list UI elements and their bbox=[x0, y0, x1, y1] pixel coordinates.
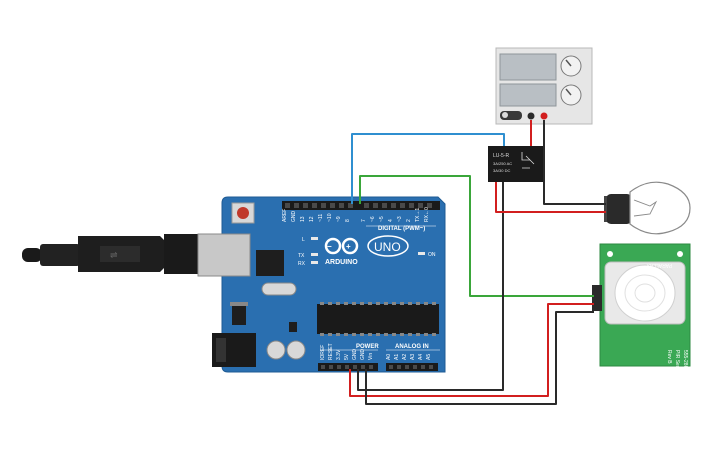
pin-label: 7 bbox=[361, 219, 367, 222]
led-on-label: ON bbox=[428, 252, 436, 258]
svg-text:−: − bbox=[327, 242, 332, 251]
pin-label: Vin bbox=[368, 353, 374, 360]
pin-label: A4 bbox=[418, 354, 424, 360]
voltage-regulator bbox=[232, 305, 246, 325]
pin-label: A0 bbox=[386, 354, 392, 360]
wire-red-pir-vcc[interactable] bbox=[349, 303, 594, 397]
pin-label: ~6 bbox=[370, 216, 376, 222]
pin-label: GND bbox=[360, 349, 366, 361]
led-tx-label: TX bbox=[298, 253, 305, 259]
pin-label: ~5 bbox=[379, 216, 385, 222]
relay-model: LU-5-R bbox=[493, 153, 510, 159]
usb-chip bbox=[256, 250, 284, 276]
voltage-display bbox=[499, 53, 557, 81]
pir-title: PIR Sensor bbox=[674, 350, 680, 376]
current-display bbox=[499, 83, 557, 107]
negative-terminal[interactable] bbox=[527, 112, 535, 120]
pin-label: ~3 bbox=[397, 216, 403, 222]
analog-label: ANALOG IN bbox=[395, 344, 429, 350]
pin-label: RESET bbox=[328, 343, 334, 360]
status-leds: L TX RX ON bbox=[298, 237, 436, 267]
bulb-socket bbox=[606, 194, 632, 224]
pin-label: GND bbox=[352, 349, 358, 361]
led-rx-label: RX bbox=[298, 261, 306, 267]
wire-black-relay-gnd[interactable] bbox=[357, 182, 504, 391]
pin-label: ~11 bbox=[318, 214, 324, 222]
svg-text:+: + bbox=[346, 242, 351, 251]
digital-header bbox=[282, 201, 440, 210]
power-pin-labels: IOREF RESET 3.3V 5V GND GND Vin bbox=[320, 343, 374, 360]
pin-label: A5 bbox=[426, 354, 432, 360]
wire-black-pir-gnd[interactable] bbox=[365, 311, 594, 405]
crystal-oscillator bbox=[261, 282, 297, 296]
power-label: POWER bbox=[356, 344, 379, 350]
relay-module[interactable]: LU-5-R 3A/250 AC 3A/30 DC bbox=[488, 146, 544, 182]
pin-label: 3.3V bbox=[336, 349, 342, 360]
arduino-logo: − + ARDUINO UNO bbox=[324, 235, 409, 266]
pir-sensor[interactable]: PARALLAX Rev B PIR Sensor 555-28027 bbox=[592, 243, 691, 376]
usb-port bbox=[197, 233, 251, 277]
pin-label: TX→1 bbox=[415, 208, 421, 222]
pin-label: GND bbox=[291, 211, 297, 223]
pin-label: 5V bbox=[344, 353, 350, 360]
pin-label: 13 bbox=[300, 216, 306, 222]
pin-label: 8 bbox=[345, 219, 351, 222]
wire-black-psu-bulb[interactable] bbox=[543, 120, 606, 205]
pin-label: A3 bbox=[410, 354, 416, 360]
pin-label: AREF bbox=[282, 209, 288, 222]
pin-label: ~9 bbox=[336, 216, 342, 222]
brand-label: ARDUINO bbox=[325, 259, 358, 266]
digital-header-label: DIGITAL (PWM~) bbox=[378, 226, 425, 232]
wire-green[interactable] bbox=[359, 175, 594, 297]
arduino-uno-board[interactable]: AREF GND 13 12 ~11 ~10 ~9 8 7 ~6 ~5 4 ~3… bbox=[197, 196, 446, 373]
wire-red-relay-bulb[interactable] bbox=[495, 182, 606, 213]
pir-rev: Rev B bbox=[666, 350, 672, 364]
usb-symbol-icon: ⇌ bbox=[110, 250, 118, 260]
pin-label: 12 bbox=[309, 216, 315, 222]
positive-terminal[interactable] bbox=[540, 112, 548, 120]
pir-part: 555-28027 bbox=[682, 350, 688, 374]
capacitor bbox=[286, 340, 306, 360]
relay-rating-dc: 3A/30 DC bbox=[493, 168, 510, 173]
led-l-label: L bbox=[302, 237, 305, 243]
capacitor bbox=[266, 340, 286, 360]
pir-brand: PARALLAX bbox=[646, 262, 672, 268]
analog-pin-labels: A0 A1 A2 A3 A4 A5 bbox=[386, 354, 432, 360]
wires bbox=[349, 120, 606, 405]
wire-blue[interactable] bbox=[351, 133, 505, 204]
analog-header bbox=[386, 363, 438, 371]
pin-label: A1 bbox=[394, 354, 400, 360]
model-label: UNO bbox=[374, 240, 401, 254]
reset-button-cap[interactable] bbox=[237, 207, 249, 219]
digital-pin-labels: AREF GND 13 12 ~11 ~10 ~9 8 7 ~6 ~5 4 ~3… bbox=[282, 207, 430, 222]
pin-label: 2 bbox=[406, 219, 412, 222]
pir-pin-header bbox=[592, 285, 602, 311]
relay-rating-ac: 3A/250 AC bbox=[493, 161, 512, 166]
pin-label: 4 bbox=[388, 219, 394, 222]
pin-label: IOREF bbox=[320, 345, 326, 360]
pin-label: RX←0 bbox=[424, 207, 430, 222]
pin-label: A2 bbox=[402, 354, 408, 360]
atmega-chip bbox=[317, 304, 439, 334]
dc-power-supply[interactable] bbox=[495, 47, 593, 125]
pin-label: ~10 bbox=[327, 213, 333, 222]
light-bulb[interactable] bbox=[604, 181, 691, 235]
